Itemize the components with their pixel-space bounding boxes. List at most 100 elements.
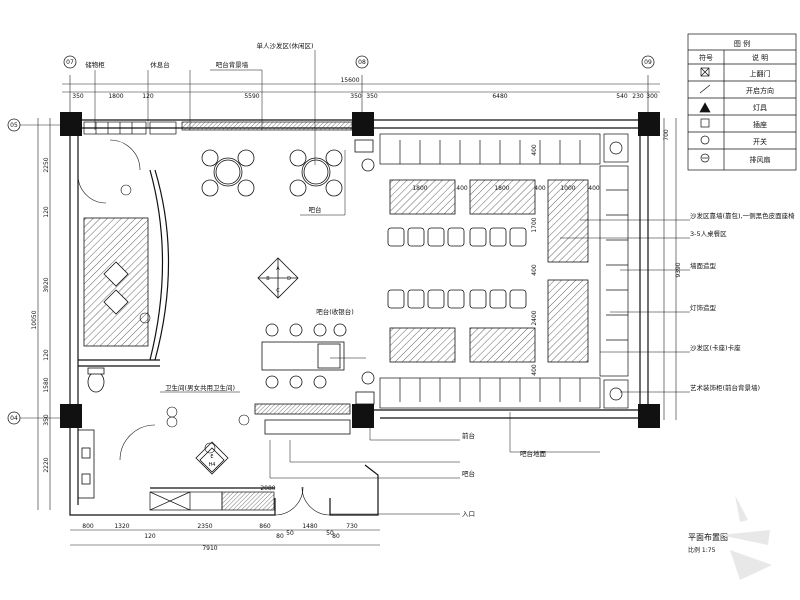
dim-top-9: 300 (646, 93, 658, 100)
dim-left-0: 2250 (43, 157, 50, 172)
axis-09: 09 (644, 59, 652, 66)
symbol-b: B (266, 276, 270, 282)
label-right-4: 沙发区(卡座)卡座 (690, 343, 741, 352)
symbol-d: D (287, 276, 291, 282)
axis-05: 05 (10, 122, 18, 129)
dim-inner-2: 1800 (494, 185, 509, 192)
door-swings (77, 139, 331, 516)
legend-title: 图 例 (734, 39, 750, 48)
legend-table (687, 33, 797, 171)
small-label-1: 50 (286, 530, 294, 537)
dim-inner-5: 400 (588, 185, 600, 192)
toilet-fixtures (77, 367, 105, 499)
dim-bottom-0: 800 (82, 523, 94, 530)
dim-left-1: 120 (43, 206, 50, 218)
dim-inner-9: 400 (531, 364, 538, 376)
dim-inner-6: 1700 (531, 217, 538, 232)
label-bar-wall: 吧台背景墙 (216, 60, 249, 69)
legend-col2: 说 明 (752, 53, 768, 62)
small-label-2: 50 (326, 530, 334, 537)
round-tables (201, 149, 343, 197)
dim-top-6: 6480 (492, 93, 507, 100)
storage-cabinet (83, 121, 353, 135)
dim-bottom-s0: 80 (276, 533, 284, 540)
label-entrance: 入口 (462, 510, 475, 518)
sofa-banquette (379, 133, 629, 409)
reception-island (83, 217, 149, 347)
label-rest: 休息台 (150, 60, 170, 69)
dim-bottom-4: 860 (259, 523, 271, 530)
label-toilet: 卫生间(男女共用卫生间) (165, 383, 235, 392)
drawing-title: 平面布置图 (688, 532, 728, 542)
dim-top-1: 1800 (108, 93, 123, 100)
dim-bottom-total: 7910 (202, 545, 217, 552)
small-label-0: 2080 (260, 485, 275, 492)
label-right-2: 墙面造型 (690, 261, 717, 270)
dining-tables (389, 179, 589, 363)
top-dimension-chain (62, 75, 660, 120)
label-right-5: 艺术装饰柜(前台背景墙) (690, 383, 760, 392)
dim-bottom-2: 120 (144, 533, 156, 540)
dim-inner-4: 1000 (560, 185, 575, 192)
legend-row-1: 开启方向 (746, 86, 774, 95)
dim-bottom-3: 2350 (197, 523, 212, 530)
dim-bottom-5: 1480 (302, 523, 317, 530)
label-right-3: 灯饰造型 (690, 303, 717, 312)
dim-top-5: 350 (366, 93, 378, 100)
structural-columns (60, 112, 660, 428)
label-bar-floor: 吧台地面 (520, 449, 547, 458)
legend-row-3: 插座 (753, 120, 767, 129)
dining-chairs (387, 227, 527, 309)
label-right-0: 沙发区靠墙(靠包),一侧黑色皮面座椅 (690, 211, 795, 220)
dim-top-7: 540 (616, 93, 628, 100)
symbol-a: A (276, 266, 280, 272)
axis-07: 07 (66, 59, 74, 66)
dim-top-4: 350 (350, 93, 362, 100)
dim-top-total: 15600 (340, 77, 359, 84)
dim-inner-10: 400 (531, 144, 538, 156)
dim-inner-1: 400 (456, 185, 468, 192)
dim-bottom-s1: 80 (332, 533, 340, 540)
legend-row-4: 开关 (753, 137, 767, 146)
label-bar-bottom: 吧台 (462, 469, 475, 478)
label-right-1: 3-5人桌餐区 (690, 229, 727, 238)
dim-inner-8: 2400 (531, 310, 538, 325)
drawing-scale: 比例 1:75 (688, 546, 716, 554)
label-front-desk: 前台 (462, 431, 475, 440)
dim-top-8: 230 (632, 93, 644, 100)
dim-bottom-6: 730 (346, 523, 358, 530)
axis-04: 04 (10, 415, 18, 422)
dim-top-0: 350 (72, 93, 84, 100)
dim-inner-3: 400 (534, 185, 546, 192)
symbol-c: C (276, 288, 280, 294)
watermark (720, 495, 772, 580)
dim-left-total: 10050 (31, 310, 38, 329)
symbol-h: H4 (209, 462, 216, 468)
legend-row-0: 上翻门 (750, 69, 771, 78)
label-lounge: 单人沙发区(休闲区) (256, 41, 313, 50)
dim-bottom-1: 1320 (114, 523, 129, 530)
symbol-e: E (210, 454, 213, 460)
axis-08: 08 (358, 59, 366, 66)
dim-right-0: 700 (663, 129, 670, 141)
bar-counter (254, 323, 351, 435)
dim-inner-0: 1800 (412, 185, 427, 192)
dim-left-5: 350 (43, 414, 50, 426)
fixture-symbols (120, 184, 250, 454)
dim-left-6: 2220 (43, 457, 50, 472)
legend-row-2: 灯具 (753, 103, 767, 112)
dim-left-2: 3920 (43, 277, 50, 292)
leader-lines (94, 50, 690, 515)
dim-left-4: 1580 (43, 377, 50, 392)
legend-col1: 符号 (699, 53, 713, 62)
label-storage: 储物柜 (85, 60, 105, 69)
axis-bubbles (7, 55, 655, 425)
dim-left-3: 120 (43, 349, 50, 361)
dim-inner-7: 400 (531, 264, 538, 276)
label-bar-top: 吧台 (309, 205, 322, 214)
legend-row-5: 排风扇 (750, 155, 771, 164)
dim-top-3: 5590 (244, 93, 259, 100)
label-cashier: 吧台(收银台) (316, 307, 354, 316)
entrance-steps (149, 491, 275, 511)
